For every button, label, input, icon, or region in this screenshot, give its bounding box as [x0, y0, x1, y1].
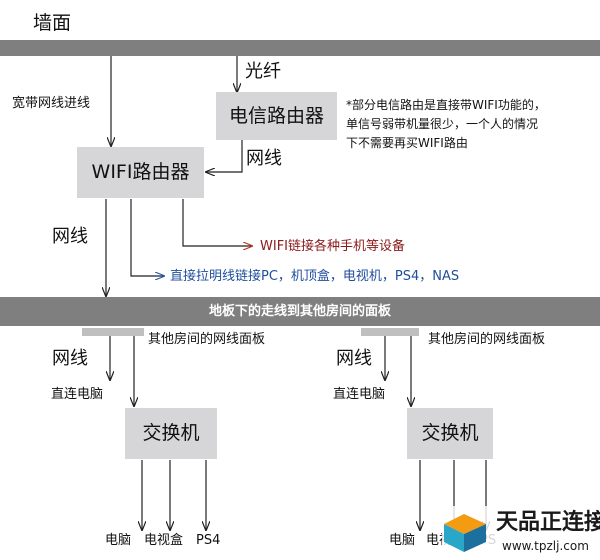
note-line-2: 单信号弱带机量很少，一个人的情况: [346, 117, 539, 131]
wired-devices-arrow: [130, 199, 164, 276]
watermark-url: www.tpzlj.com: [502, 539, 589, 553]
wifi-devices-label: WIFI链接各种手机等设备: [260, 239, 405, 254]
left-room-panel: [82, 328, 144, 336]
right-room-direct-pc-label: 直连电脑: [333, 387, 386, 402]
logo-icon: [444, 514, 486, 552]
left-switch-box: 交换机: [125, 408, 217, 459]
right-device-label-1: 电脑: [389, 533, 416, 548]
wifi-router-box: WIFI路由器: [77, 147, 204, 198]
right-room-panel: [361, 328, 419, 336]
watermark-brand: 天品正连接: [496, 510, 600, 535]
left-room-panel-label: 其他房间的网线面板: [148, 332, 266, 347]
floor-bar: [0, 297, 600, 326]
left-device-label-3: PS4: [196, 533, 221, 548]
wall-bar: [0, 40, 600, 56]
wifi-devices-arrow: [182, 199, 252, 246]
watermark: 天品正连接 www.tpzlj.com: [442, 506, 600, 558]
wired-devices-label: 直接拉明线链接PC，机顶盒，电视机，PS4，NAS: [170, 269, 460, 284]
telecom-router-box: 电信路由器: [216, 92, 337, 140]
note-line-1: *部分电信路由是直接带WIFI功能的，: [346, 98, 546, 112]
wall-label: 墙面: [33, 12, 72, 34]
left-device-label-2: 电视盒: [144, 533, 184, 548]
fiber-label: 光纤: [245, 61, 281, 82]
broadband-in-label: 宽带网线进线: [12, 96, 91, 111]
right-switch-box: 交换机: [407, 408, 493, 459]
router-link-line: [206, 140, 243, 172]
wifi-down-cable-label: 网线: [52, 226, 88, 247]
left-device-label-1: 电脑: [105, 533, 132, 548]
floor-bar-label: 地板下的走线到其他房间的面板: [208, 304, 391, 319]
left-room-direct-pc-label: 直连电脑: [51, 387, 104, 402]
right-room-cable-label: 网线: [336, 348, 372, 369]
note-line-3: 下不需要再买WIFI路由: [346, 136, 468, 150]
right-room-panel-label: 其他房间的网线面板: [428, 332, 546, 347]
left-room-cable-label: 网线: [52, 348, 88, 369]
router-link-cable-label: 网线: [246, 148, 282, 169]
